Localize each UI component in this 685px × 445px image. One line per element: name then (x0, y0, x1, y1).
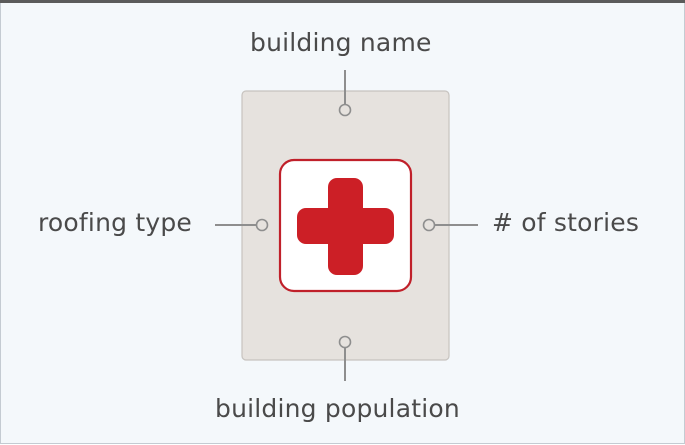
connector-right-dot (422, 218, 436, 232)
connector-left-dot (255, 218, 269, 232)
label-building-population: building population (215, 394, 460, 423)
connector-top-dot (338, 103, 352, 117)
label-number-of-stories: # of stories (492, 208, 640, 237)
top-border (0, 0, 685, 3)
red-cross-icon (297, 178, 394, 275)
label-roofing-type: roofing type (38, 208, 192, 237)
label-building-name: building name (250, 28, 432, 57)
connector-bottom-dot (338, 335, 352, 349)
